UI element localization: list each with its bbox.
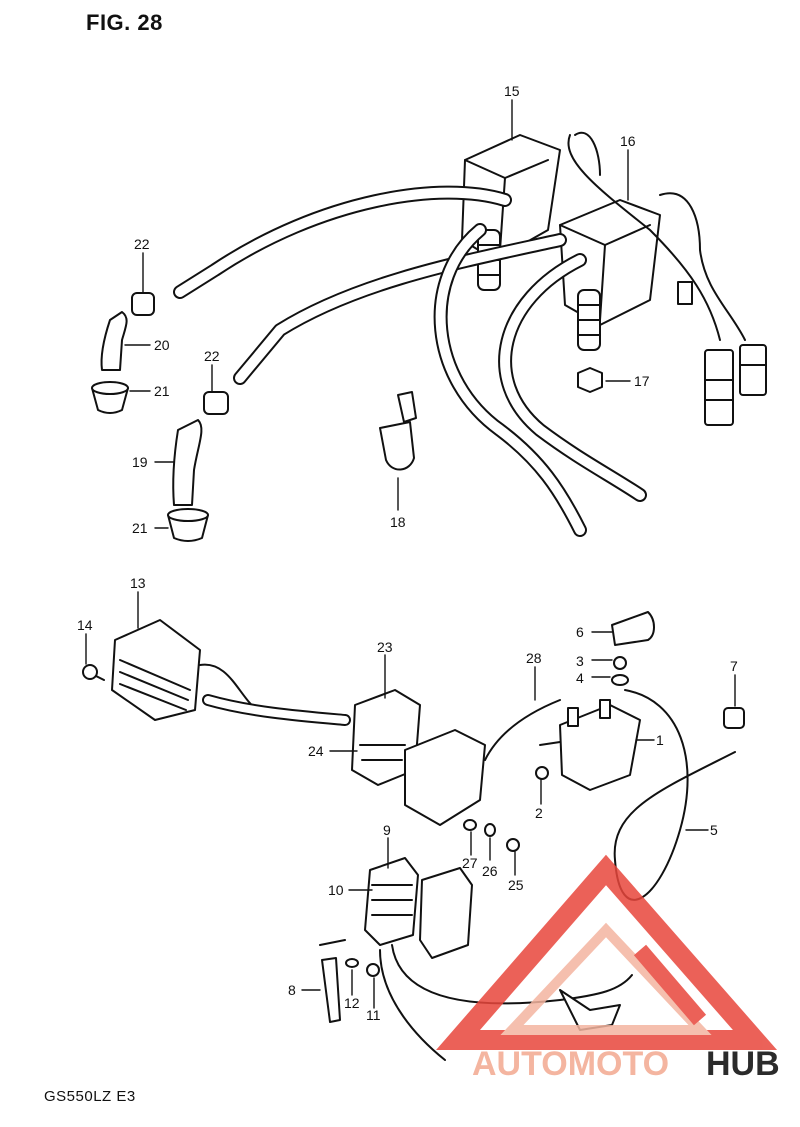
callout-19: 19: [132, 454, 148, 470]
plug-cap-cover-21-upper: [91, 381, 129, 414]
callout-6: 6: [576, 624, 584, 640]
callout-18: 18: [390, 514, 406, 530]
washer-26: [484, 823, 496, 837]
fuse-box: [364, 857, 419, 946]
high-tension-lead-right-b: [498, 253, 647, 502]
cap-7: [723, 707, 745, 729]
callout-26: 26: [482, 863, 498, 879]
washer-12: [345, 958, 359, 968]
high-tension-lead-lower: [233, 233, 567, 385]
callout-16: 16: [620, 133, 636, 149]
callout-12: 12: [344, 995, 360, 1011]
callout-4: 4: [576, 670, 584, 686]
callout-10: 10: [328, 882, 344, 898]
starter-relay: [539, 699, 641, 791]
callout-21-lower: 21: [132, 520, 148, 536]
plug-cap-cover-21-lower: [167, 508, 209, 542]
figure-title: FIG. 28: [86, 10, 163, 35]
high-tension-lead-right-a: [433, 223, 587, 537]
spark-plug-cap-20: [100, 311, 128, 371]
callout-3: 3: [576, 653, 584, 669]
callout-14: 14: [77, 617, 93, 633]
callout-25: 25: [508, 877, 524, 893]
watermark-text-part1: AUTOMOTO: [472, 1045, 669, 1083]
watermark-text: AUTOMOTO HUB: [472, 1045, 780, 1083]
relay-bolt-2: [535, 766, 549, 780]
fuse-box-cover: [419, 867, 473, 959]
callout-13: 13: [130, 575, 146, 591]
screw-11: [366, 963, 380, 977]
callout-9: 9: [383, 822, 391, 838]
junction-block-cover: [404, 729, 486, 826]
callout-1: 1: [656, 732, 664, 748]
callout-17: 17: [634, 373, 650, 389]
nut: [577, 367, 603, 393]
callout-22-lower: 22: [204, 348, 220, 364]
callout-22-upper: 22: [134, 236, 150, 252]
watermark-logo: [436, 854, 778, 1050]
spark-plug-cap-19: [172, 419, 203, 506]
grommet-22-lower: [203, 391, 229, 415]
ignition-coil-front: [461, 134, 561, 291]
fuse-box-harness: [379, 944, 633, 1061]
coil-wire-loop: [567, 131, 746, 341]
coil-connector: [704, 344, 767, 426]
callout-2: 2: [535, 805, 543, 821]
leader-lines: [85, 99, 736, 1009]
washer-4: [611, 674, 629, 686]
bracket-8: [319, 939, 346, 1023]
relay-lead-28: [484, 699, 561, 761]
callout-20: 20: [154, 337, 170, 353]
callout-28: 28: [526, 650, 542, 666]
watermark-text-part2: HUB: [706, 1045, 780, 1083]
callout-5: 5: [710, 822, 718, 838]
callout-23: 23: [377, 639, 393, 655]
coil-bracket-bolt: [677, 281, 693, 305]
callout-24: 24: [308, 743, 324, 759]
callout-27: 27: [462, 855, 478, 871]
terminal-cap-6: [611, 611, 655, 646]
callout-8: 8: [288, 982, 296, 998]
callout-labels: 1 2 3 4 5 6 7 8 9 10 11 12 13 14 15 16 1…: [77, 83, 738, 1023]
callout-21-upper: 21: [154, 383, 170, 399]
washer-27: [463, 819, 477, 831]
nut-3: [613, 656, 627, 670]
grommet-22-upper: [131, 292, 155, 316]
regulator-rectifier: [111, 619, 351, 726]
ignition-coil-rear: [559, 199, 661, 351]
callout-11: 11: [366, 1007, 381, 1023]
wire-clamp: [379, 391, 417, 471]
model-code: GS550LZ E3: [44, 1088, 136, 1105]
bolt-14: [82, 664, 105, 681]
screw-25: [506, 838, 520, 852]
callout-7: 7: [730, 658, 738, 674]
callout-15: 15: [504, 83, 520, 99]
high-tension-lead-upper: [173, 185, 512, 299]
